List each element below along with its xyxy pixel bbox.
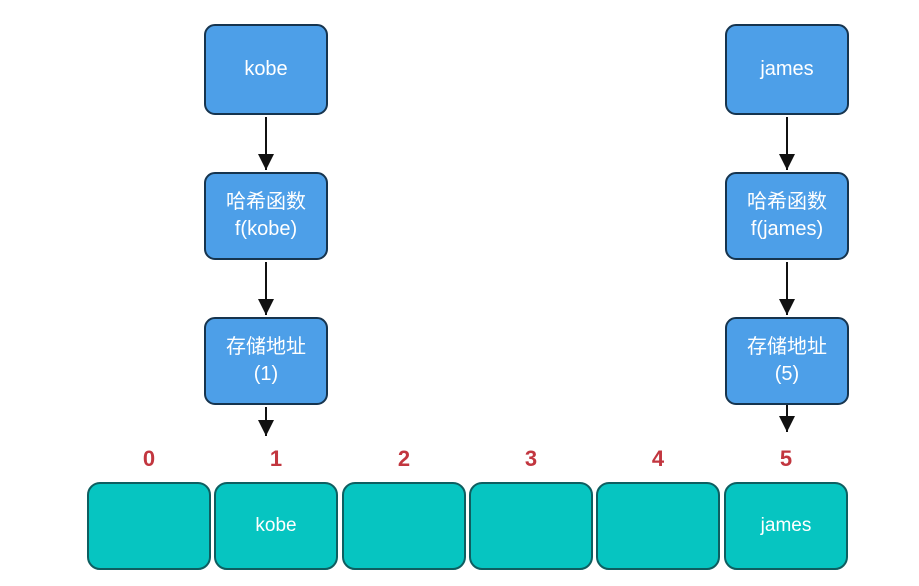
array-cell-5: james: [724, 482, 848, 570]
node-kobe-input-label: kobe: [244, 58, 288, 80]
node-james-hash-function: 哈希函数 f(james): [725, 172, 849, 260]
array-cell-3: [469, 482, 593, 570]
node-james-hash-label-line1: 哈希函数: [747, 191, 827, 213]
node-kobe-address-label-line2: (1): [253, 363, 279, 385]
node-james-storage-address: 存储地址 (5): [725, 317, 849, 405]
array-cell-2: [342, 482, 466, 570]
array-index-2: 2: [397, 446, 411, 471]
array-cell-1: kobe: [214, 482, 338, 570]
node-kobe-hash-function: 哈希函数 f(kobe): [204, 172, 328, 260]
node-james-input-label: james: [760, 58, 814, 80]
node-kobe-hash-label-line1: 哈希函数: [226, 191, 306, 213]
node-kobe-input: kobe: [204, 24, 328, 115]
node-james-hash-label-line2: f(james): [750, 218, 824, 240]
array-index-1: 1: [269, 446, 283, 471]
node-james-input: james: [725, 24, 849, 115]
node-kobe-storage-address: 存储地址 (1): [204, 317, 328, 405]
node-kobe-address-label-line1: 存储地址: [226, 336, 306, 358]
node-kobe-hash-label-line2: f(kobe): [234, 218, 298, 240]
array-index-4: 4: [651, 446, 665, 471]
array-cell-0: [87, 482, 211, 570]
array-index-3: 3: [524, 446, 538, 471]
array-cell-4: [596, 482, 720, 570]
array-cell-5-value: james: [760, 515, 812, 536]
node-james-address-label-line1: 存储地址: [747, 336, 827, 358]
array-index-0: 0: [142, 446, 156, 471]
array-cell-1-value: kobe: [255, 515, 297, 536]
array-index-5: 5: [779, 446, 793, 471]
node-james-address-label-line2: (5): [774, 363, 800, 385]
